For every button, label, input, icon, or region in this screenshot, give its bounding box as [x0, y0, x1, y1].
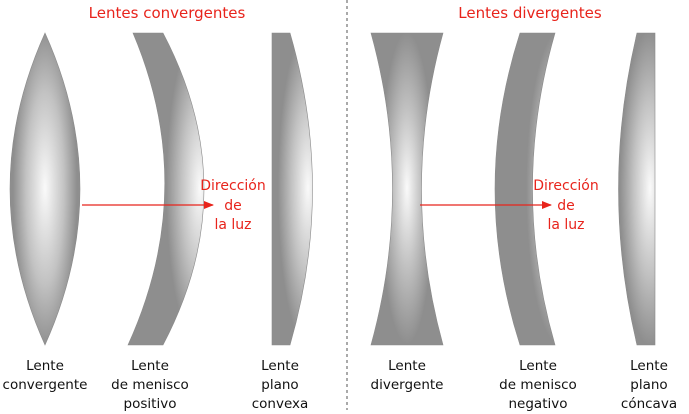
divergent-lens-label: Lente divergente — [370, 358, 444, 393]
plano-convex-lens-label: Lente plano convexa — [251, 358, 309, 412]
convergent-lens-label: Lente convergente — [2, 358, 88, 393]
positive-meniscus-lens-shape — [127, 32, 205, 346]
divergent-light-direction-label: Dirección de la luz — [533, 178, 599, 233]
divergent-lens-shape — [370, 32, 444, 346]
divergent-section-title: Lentes divergentes — [458, 4, 602, 22]
convergent-light-direction-label: Dirección de la luz — [200, 178, 266, 233]
convergent-section-title: Lentes convergentes — [88, 4, 246, 22]
convergent-lens-shape — [9, 32, 81, 346]
plano-convex-lens-shape — [271, 32, 313, 346]
plano-concave-lens-label: Lente plano cóncava — [620, 358, 678, 412]
negative-meniscus-lens-label: Lente de menisco negativo — [499, 358, 577, 412]
negative-meniscus-lens-shape — [494, 32, 556, 346]
positive-meniscus-lens-label: Lente de menisco positivo — [111, 358, 189, 412]
plano-concave-lens-shape — [618, 32, 656, 346]
